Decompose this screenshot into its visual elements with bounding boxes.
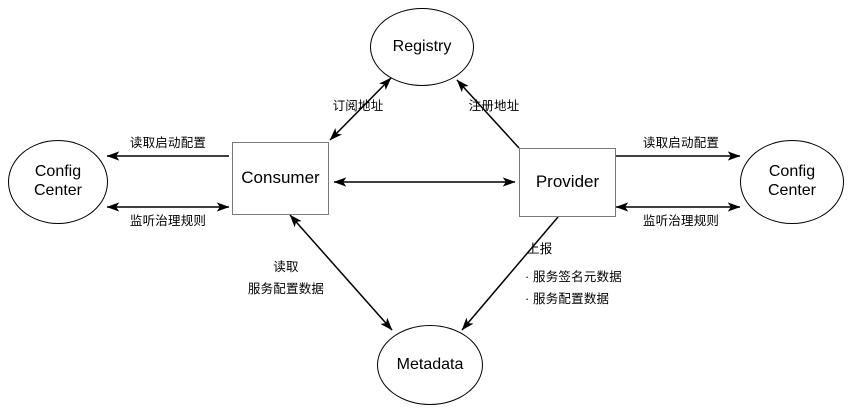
node-config-center-right-line2: Center <box>767 182 817 199</box>
node-metadata-label: Metadata <box>396 355 464 373</box>
node-metadata[interactable]: Metadata <box>377 325 483 405</box>
node-provider-label: Provider <box>535 172 600 192</box>
node-config-center-left-line2: Center <box>33 182 83 199</box>
edge-label-consumer-metadata-line2: 服务配置数据 <box>247 282 325 296</box>
node-consumer[interactable]: Consumer <box>232 142 329 215</box>
edge-provider-metadata <box>461 216 559 331</box>
edge-consumer-metadata <box>289 214 393 331</box>
node-registry[interactable]: Registry <box>370 8 474 86</box>
edge-consumer-registry <box>329 77 392 141</box>
node-registry-label: Registry <box>392 37 452 55</box>
edge-label-consumer-config-read: 读取启动配置 <box>129 136 207 150</box>
node-config-center-right[interactable]: Config Center <box>740 140 844 224</box>
edge-label-provider-metadata-title: 上报 <box>527 242 553 256</box>
node-config-center-left-line1: Config <box>34 163 82 181</box>
edge-label-consumer-config-watch: 监听治理规则 <box>129 214 207 228</box>
node-provider[interactable]: Provider <box>519 148 616 217</box>
edge-label-consumer-registry: 订阅地址 <box>332 99 384 113</box>
edge-label-provider-metadata-item1: · 服务签名元数据 <box>525 270 622 284</box>
edge-label-provider-config-read: 读取启动配置 <box>642 136 720 150</box>
node-config-center-left[interactable]: Config Center <box>8 140 108 224</box>
edge-provider-registry <box>456 79 520 149</box>
node-consumer-label: Consumer <box>241 168 320 188</box>
node-config-center-right-line1: Config <box>768 163 816 181</box>
edge-label-provider-registry: 注册地址 <box>468 99 520 113</box>
edge-label-provider-config-watch: 监听治理规则 <box>642 214 720 228</box>
edge-label-consumer-metadata-line1: 读取 <box>273 260 299 274</box>
edge-label-provider-metadata-item2: · 服务配置数据 <box>525 292 610 306</box>
